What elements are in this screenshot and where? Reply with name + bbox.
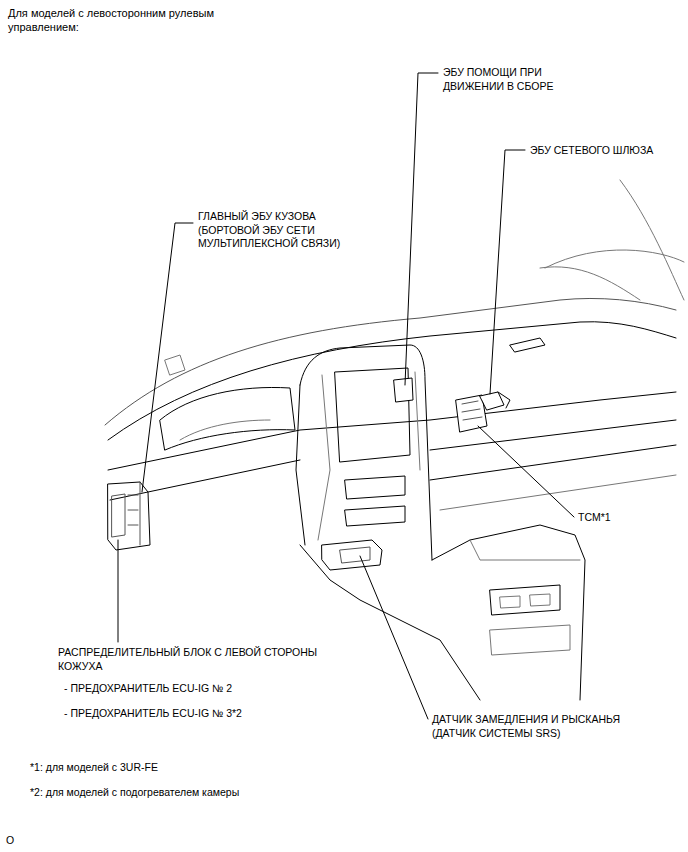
windshield-edge: [105, 298, 676, 425]
center-stack: [415, 372, 420, 470]
leader-line: [142, 223, 193, 492]
fuse-label: - ПРЕДОХРАНИТЕЛЬ ECU-IG № 2: [64, 682, 232, 696]
title: Для моделей с левосторонним рулевым упра…: [8, 6, 258, 35]
part-label: ЭБУ ПОМОЩИ ПРИ ДВИЖЕНИИ В СБОРЕ: [443, 66, 578, 93]
rear-vent: [490, 585, 560, 615]
cluster-hood: [160, 387, 295, 450]
glovebox-edge: [430, 445, 676, 480]
control-panel: [345, 476, 405, 499]
rear-panel: [490, 625, 570, 655]
dash-edge: [110, 460, 300, 500]
gateway-ecu: [480, 392, 504, 410]
vent: [510, 338, 545, 352]
part-label: TCM*1: [578, 511, 611, 525]
leader-line: [478, 426, 574, 517]
leader-line: [405, 73, 438, 385]
part-label: РАСПРЕДЕЛИТЕЛЬНЫЙ БЛОК С ЛЕВОЙ СТОРОНЫ К…: [58, 646, 318, 673]
page-mark: O: [6, 834, 14, 848]
leader-line: [490, 150, 525, 394]
dash-edge: [108, 392, 676, 470]
rear-vent: [500, 594, 550, 608]
dash-top: [108, 322, 676, 440]
yaw-sensor: [322, 540, 382, 570]
gateway-ecu: [498, 392, 510, 408]
control-panel: [345, 506, 405, 526]
center-stack: [300, 345, 432, 560]
pillar-line: [620, 180, 684, 300]
yaw-sensor: [340, 547, 370, 563]
armrest: [470, 540, 580, 560]
tcm: [462, 401, 482, 420]
pillar-line: [545, 250, 684, 268]
mirror: [165, 355, 185, 375]
footnote: *2: для моделей с подогревателем камеры: [30, 786, 239, 800]
part-label: ГЛАВНЫЙ ЭБУ КУЗОВА (БОРТОВОЙ ЭБУ СЕТИ МУ…: [198, 210, 358, 251]
fuse-label: - ПРЕДОХРАНИТЕЛЬ ECU-IG № 3*2: [64, 707, 242, 721]
console: [432, 525, 585, 700]
console: [300, 545, 480, 700]
roof-line: [540, 267, 640, 300]
part-label: ЭБУ СЕТЕВОГО ШЛЮЗА: [530, 144, 653, 158]
body-ecu: [108, 482, 150, 550]
leader-line: [118, 540, 119, 642]
cluster: [180, 420, 270, 440]
part-label: ДАТЧИК ЗАМЕДЛЕНИЯ И РЫСКАНЬЯ (ДАТЧИК СИС…: [432, 713, 622, 740]
body-ecu: [128, 482, 140, 545]
center-stack: [296, 385, 305, 545]
glovebox-edge: [440, 475, 676, 510]
support-ecu: [394, 378, 413, 402]
junction-block: [112, 494, 125, 537]
footnote: *1: для моделей с 3UR-FE: [30, 761, 158, 775]
center-stack: [318, 375, 330, 540]
leader-line: [360, 556, 428, 719]
